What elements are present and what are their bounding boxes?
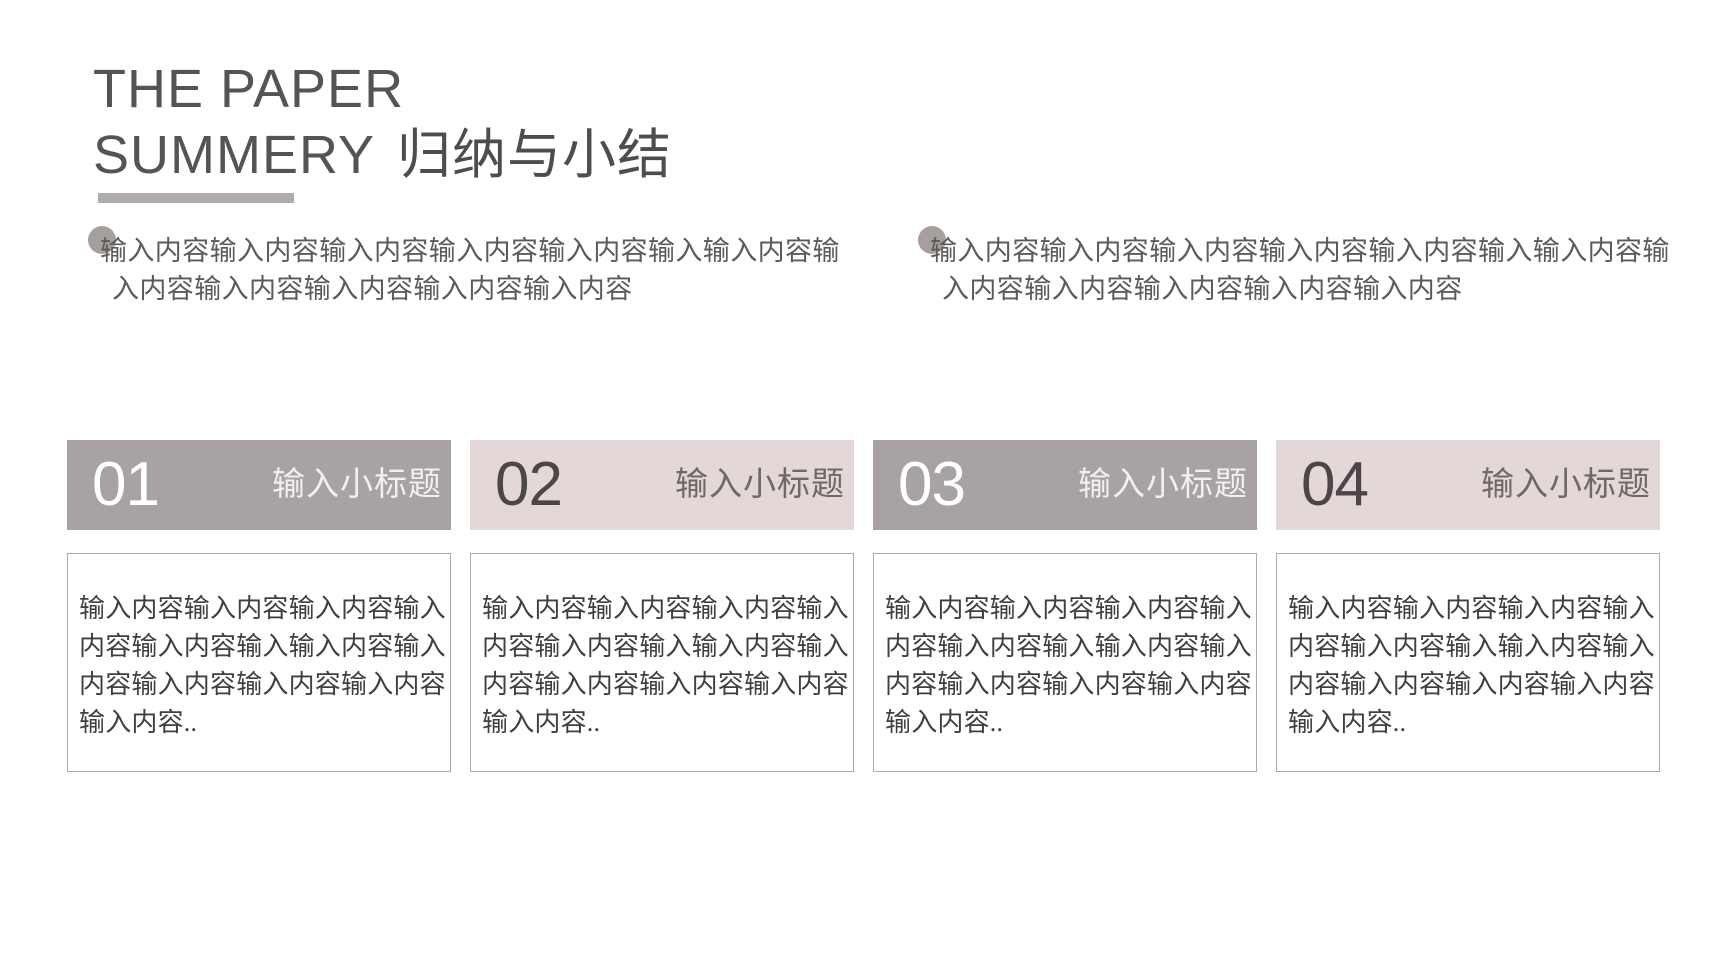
summary-card-02: 02 输入小标题 输入内容输入内容输入内容输入内容输入内容输入输入内容输入内容输… — [470, 440, 854, 772]
page-title-line2: SUMMERY 归纳与小结 — [93, 122, 993, 188]
card-subtitle: 输入小标题 — [272, 467, 442, 503]
summary-card-04: 04 输入小标题 输入内容输入内容输入内容输入内容输入内容输入输入内容输入内容输… — [1276, 440, 1660, 772]
card-body: 输入内容输入内容输入内容输入内容输入内容输入输入内容输入内容输入内容输入内容输入… — [873, 553, 1257, 772]
title-en-line2: SUMMERY — [93, 125, 376, 185]
bullet-dot — [918, 226, 946, 254]
title-cn: 归纳与小结 — [397, 125, 673, 185]
card-number: 01 — [92, 450, 160, 519]
card-subtitle: 输入小标题 — [675, 467, 845, 503]
bullet-dot — [88, 226, 116, 254]
card-body: 输入内容输入内容输入内容输入内容输入内容输入输入内容输入内容输入内容输入内容输入… — [67, 553, 451, 772]
card-header: 02 输入小标题 — [470, 440, 854, 530]
card-body-text: 输入内容输入内容输入内容输入内容输入内容输入输入内容输入内容输入内容输入内容输入… — [482, 594, 849, 737]
card-number: 04 — [1301, 450, 1369, 519]
card-number: 03 — [898, 450, 966, 519]
card-subtitle: 输入小标题 — [1481, 467, 1651, 503]
bullet-item: 输入内容输入内容输入内容输入内容输入内容输入输入内容输入内容输入内容输入内容输入… — [88, 226, 860, 308]
card-body: 输入内容输入内容输入内容输入内容输入内容输入输入内容输入内容输入内容输入内容输入… — [470, 553, 854, 772]
title-en-line1: THE PAPER — [93, 59, 405, 119]
card-header: 04 输入小标题 — [1276, 440, 1660, 530]
card-body-text: 输入内容输入内容输入内容输入内容输入内容输入输入内容输入内容输入内容输入内容输入… — [1288, 594, 1655, 737]
card-header: 01 输入小标题 — [67, 440, 451, 530]
summary-cards-row: 01 输入小标题 输入内容输入内容输入内容输入内容输入内容输入输入内容输入内容输… — [67, 440, 1661, 772]
summary-card-03: 03 输入小标题 输入内容输入内容输入内容输入内容输入内容输入输入内容输入内容输… — [873, 440, 1257, 772]
card-body-text: 输入内容输入内容输入内容输入内容输入内容输入输入内容输入内容输入内容输入内容输入… — [79, 594, 446, 737]
bullet-item: 输入内容输入内容输入内容输入内容输入内容输入输入内容输入内容输入内容输入内容输入… — [918, 226, 1690, 308]
bullet-text: 输入内容输入内容输入内容输入内容输入内容输入输入内容输入内容输入内容输入内容输入… — [100, 236, 840, 304]
card-body: 输入内容输入内容输入内容输入内容输入内容输入输入内容输入内容输入内容输入内容输入… — [1276, 553, 1660, 772]
card-body-text: 输入内容输入内容输入内容输入内容输入内容输入输入内容输入内容输入内容输入内容输入… — [885, 594, 1252, 737]
summary-card-01: 01 输入小标题 输入内容输入内容输入内容输入内容输入内容输入输入内容输入内容输… — [67, 440, 451, 772]
page-title-line1: THE PAPER — [93, 56, 993, 122]
card-subtitle: 输入小标题 — [1078, 467, 1248, 503]
bullet-text: 输入内容输入内容输入内容输入内容输入内容输入输入内容输入内容输入内容输入内容输入… — [930, 236, 1670, 304]
card-number: 02 — [495, 450, 563, 519]
title-underline — [98, 193, 294, 203]
page-title: THE PAPER SUMMERY 归纳与小结 — [93, 56, 993, 188]
card-header: 03 输入小标题 — [873, 440, 1257, 530]
